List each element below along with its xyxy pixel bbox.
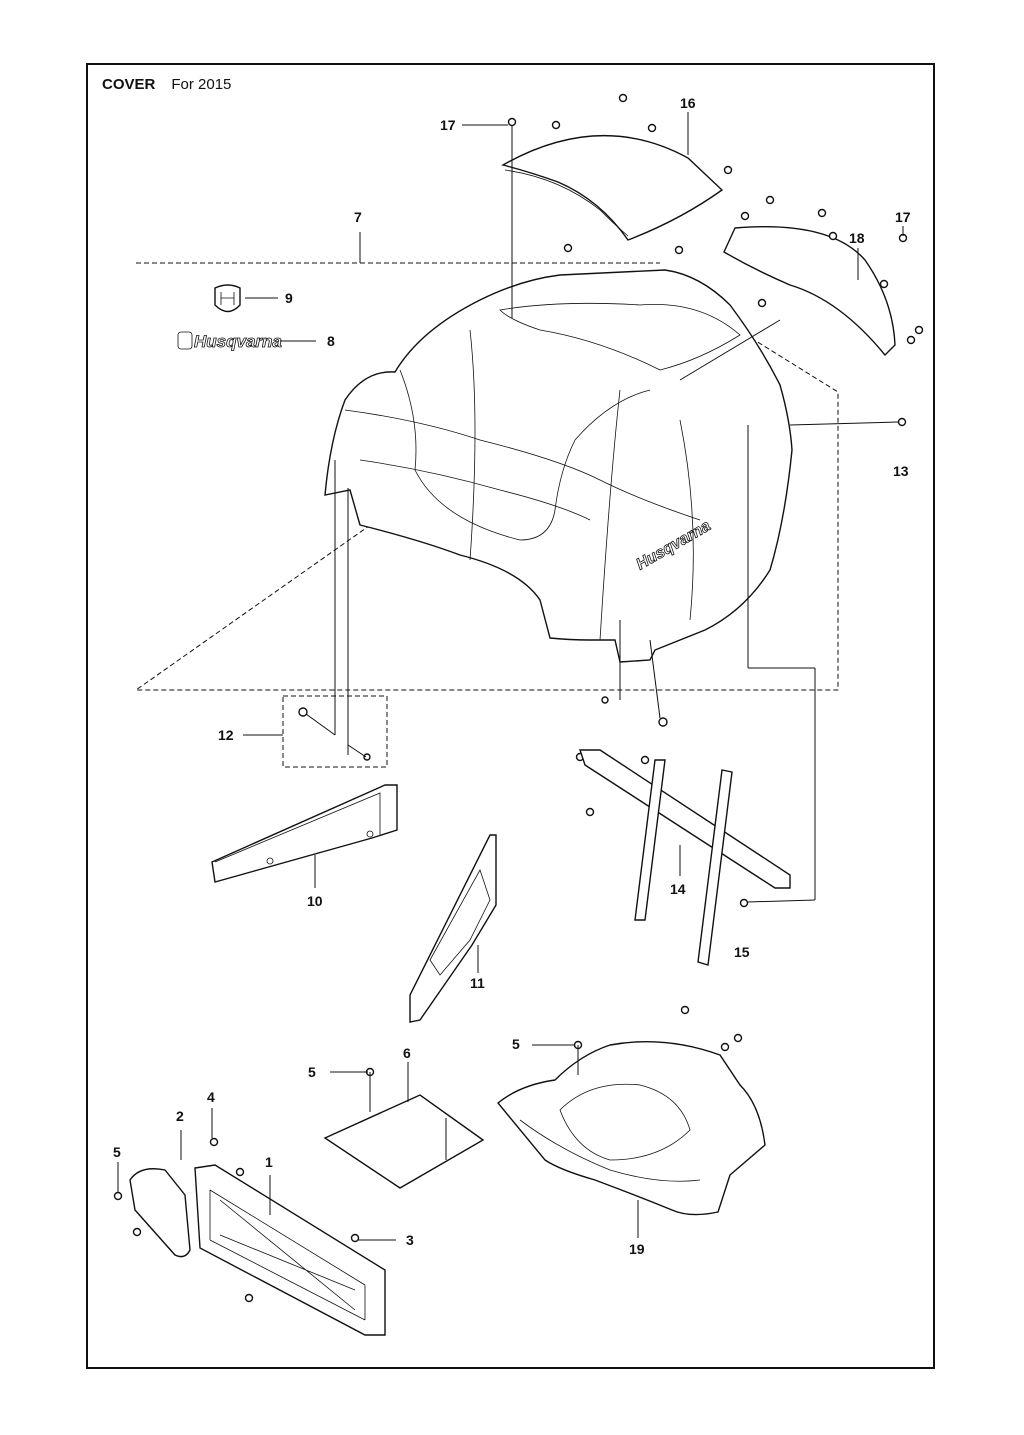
page-header: COVER For 2015: [102, 76, 231, 93]
callout-10: 10: [307, 893, 323, 909]
callout-4: 4: [207, 1089, 215, 1105]
callout-15: 15: [734, 944, 750, 960]
callout-12: 12: [218, 727, 234, 743]
emblem-decal: [214, 284, 241, 313]
cover-assembly-box: [134, 262, 839, 691]
fastener-kit-box: [282, 695, 388, 768]
callout-16: 16: [680, 95, 696, 111]
callout-1: 1: [265, 1154, 273, 1170]
diagram-frame: [86, 63, 935, 1369]
callout-19: 19: [629, 1241, 645, 1257]
callout-6: 6: [403, 1045, 411, 1061]
callout-9: 9: [285, 290, 293, 306]
callout-3: 3: [406, 1232, 414, 1248]
callout-14: 14: [670, 881, 686, 897]
callout-17a: 17: [440, 117, 456, 133]
callout-5a: 5: [113, 1144, 121, 1160]
floor-plate: [323, 1094, 485, 1189]
callout-5b: 5: [308, 1064, 316, 1080]
plate-11: [409, 834, 497, 1023]
side-panel: [723, 225, 896, 357]
callout-11: 11: [470, 975, 485, 991]
callout-8: 8: [327, 333, 335, 349]
husqvarna-decal: Husqvarna: [177, 331, 282, 351]
callout-2: 2: [176, 1108, 184, 1124]
top-panel: [501, 134, 724, 241]
callout-13: 13: [893, 463, 909, 479]
callout-17b: 17: [895, 209, 911, 225]
bottom-pan: [497, 1040, 766, 1216]
page-subtitle: For 2015: [171, 76, 232, 93]
decal-text: Husqvarna: [194, 332, 282, 351]
bracket-10: [211, 784, 398, 883]
screws: [113, 93, 924, 1303]
callout-5c: 5: [512, 1036, 520, 1052]
page-title: COVER: [102, 76, 156, 93]
support-frame: [579, 749, 791, 966]
callout-18: 18: [849, 230, 865, 246]
main-cover: Husqvarna: [324, 269, 793, 663]
callout-7: 7: [354, 209, 362, 225]
air-duct: [129, 1164, 386, 1336]
